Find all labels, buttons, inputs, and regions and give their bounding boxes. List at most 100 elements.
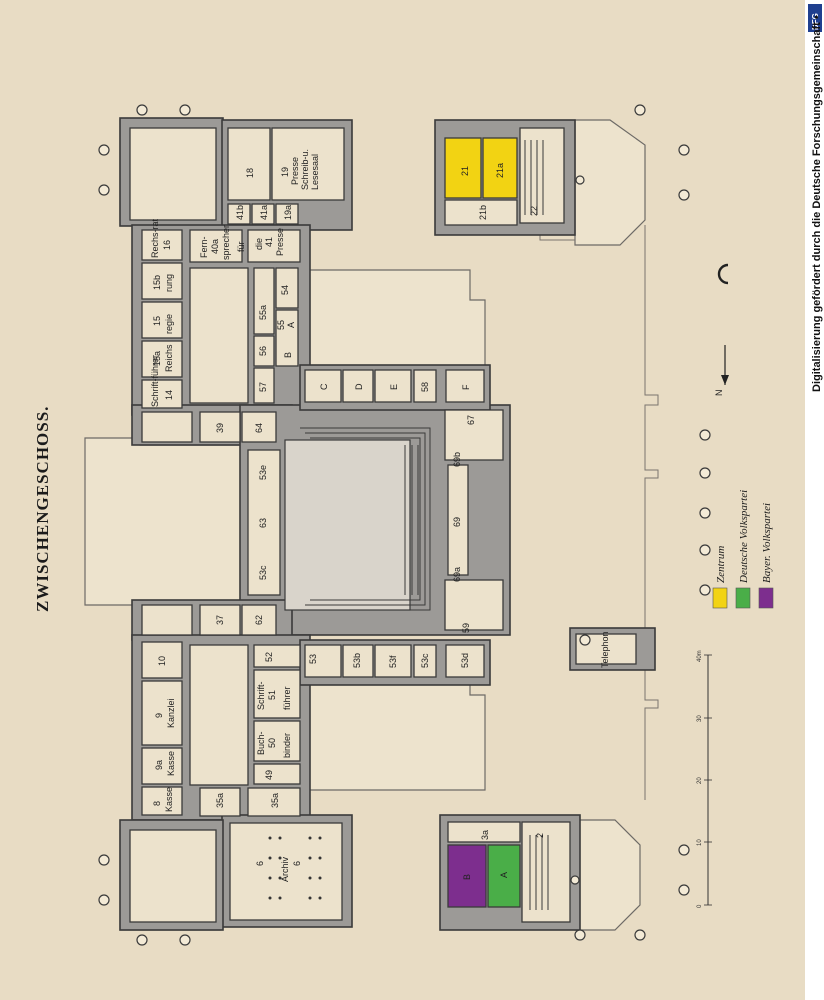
archive-stacks [268, 836, 322, 900]
room-6b-label: 6 [292, 861, 302, 866]
plan-title: ZWISCHENGESCHOSS. [33, 406, 52, 612]
room-53c2-label: 53c [420, 653, 430, 668]
room-40a-sub2: sprecher [221, 225, 231, 260]
room-41a-label: 41a [259, 205, 269, 220]
room-C-label: C [319, 383, 329, 390]
room-9-sub: Kanzlei [166, 698, 176, 728]
legend-label-zentrum: Zentrum [715, 546, 727, 583]
room-53b-label: 53b [352, 653, 362, 668]
room-49-label: 49 [264, 770, 274, 780]
room-2-label: 2 [535, 833, 545, 838]
room-8-label: 8 [152, 801, 162, 806]
room-51-label: 51 [267, 690, 277, 700]
room-59-label: 59 [461, 623, 471, 633]
dfg-logo-text: DFG [811, 13, 820, 30]
room-21-label: 21 [460, 166, 470, 176]
room-51-sub2: führer [282, 686, 292, 710]
room-50-sub1: Buch- [256, 731, 266, 755]
margin-strip [805, 0, 824, 1000]
room-16-sub: Rechs-rat [150, 218, 160, 258]
room-53d-label: 53d [460, 653, 470, 668]
room-B-lower-label: B [462, 874, 472, 880]
room-21b-label: 21b [478, 205, 488, 220]
legend-swatch-dvp [735, 587, 751, 609]
room-F-label: F [461, 384, 471, 390]
room-50-label: 50 [267, 738, 277, 748]
room-6-sub: Archiv [280, 856, 290, 882]
scale-tick-0: 0 [697, 904, 703, 908]
room-15b-sub: rung [164, 274, 174, 292]
room-56-label: 56 [258, 346, 268, 356]
scale-tick-10: 10 [697, 839, 703, 846]
room-53e-label: 53e [258, 465, 268, 480]
legend-swatch-zentrum [712, 587, 728, 609]
room-B-upper-label: B [283, 352, 293, 358]
legend: Zentrum Deutsche Volkspartei Bayer. Volk… [712, 490, 774, 609]
room-62-label: 62 [254, 615, 264, 625]
room-69b-label: 69b [452, 452, 462, 467]
dfg-logo [808, 4, 822, 32]
room-15-sub: regie [164, 314, 174, 334]
room-64-label: 64 [254, 423, 264, 433]
north-arrow: N [714, 263, 729, 397]
room-19-sub1: Presse [290, 157, 300, 185]
room-21-zentrum [444, 137, 482, 199]
seating-rows [300, 140, 549, 910]
room-53f-label: 53f [388, 655, 398, 668]
room-19-sub3: Lesesaal [310, 154, 320, 190]
room-41-sub2: Presse [275, 228, 285, 256]
room-10-label: 10 [157, 656, 167, 666]
room-E-label: E [389, 384, 399, 390]
scale-tick-40: 40m [697, 650, 703, 662]
room-55a-label: 55a [258, 305, 268, 320]
room-14-sub: Schrift-führer [150, 355, 160, 407]
room-35a-label: 35a [215, 793, 225, 808]
rooms [141, 127, 637, 923]
room-54-label: 54 [280, 285, 290, 295]
legend-swatch-bvp [758, 587, 774, 609]
room-9-label: 9 [154, 713, 164, 718]
room-35a2-label: 35a [270, 793, 280, 808]
room-21a-zentrum [482, 137, 518, 199]
room-D-label: D [354, 383, 364, 390]
room-19-sub2: Schreib-u. [300, 149, 310, 190]
room-21a-label: 21a [495, 163, 505, 178]
room-52-label: 52 [264, 652, 274, 662]
room-40a-sub1: Fern- [199, 236, 209, 258]
room-15a-sub: Reichs [164, 344, 174, 372]
room-labels: 18 19 Presse Schreib-u. Lesesaal 41b 41a… [150, 149, 610, 882]
room-37-label: 37 [215, 615, 225, 625]
scale-bar: 0 10 20 30 40m [697, 650, 712, 908]
room-A-deutsche-volkspartei [487, 844, 521, 908]
room-58-label: 58 [420, 382, 430, 392]
room-9a-sub: Kasse [166, 751, 176, 776]
scale-tick-30: 30 [697, 715, 703, 722]
room-57-label: 57 [258, 382, 268, 392]
room-9a-label: 9a [154, 760, 164, 770]
room-41-sub3: für [236, 241, 246, 252]
room-41b-label: 41b [235, 205, 245, 220]
room-41-label: 41 [264, 237, 274, 247]
room-51-sub1: Schrift- [256, 681, 266, 710]
legend-label-dvp: Deutsche Volkspartei [738, 490, 750, 584]
room-55-sub: A [286, 322, 296, 328]
digitization-credit: Digitalisierung gefördert durch die Deut… [811, 15, 823, 392]
room-39-label: 39 [215, 423, 225, 433]
legend-label-bvp: Bayer. Volkspartei [761, 503, 773, 583]
room-19-label: 19 [280, 167, 290, 177]
columns [98, 104, 711, 946]
room-69-label: 69 [452, 517, 462, 527]
telephon-label: Telephon [600, 631, 610, 668]
room-53-label: 53 [308, 654, 318, 664]
scale-tick-20: 20 [697, 777, 703, 784]
room-22-label: 22 [529, 206, 539, 216]
room-15-label: 15 [152, 316, 162, 326]
room-8-sub: Kasse [164, 787, 174, 812]
north-label: N [714, 390, 724, 397]
room-15b-label: 15b [152, 275, 162, 290]
room-67-label: 67 [466, 415, 476, 425]
room-B-bayer-volkspartei [447, 844, 487, 908]
room-16-label: 16 [162, 240, 172, 250]
room-40a-label: 40a [210, 239, 220, 254]
